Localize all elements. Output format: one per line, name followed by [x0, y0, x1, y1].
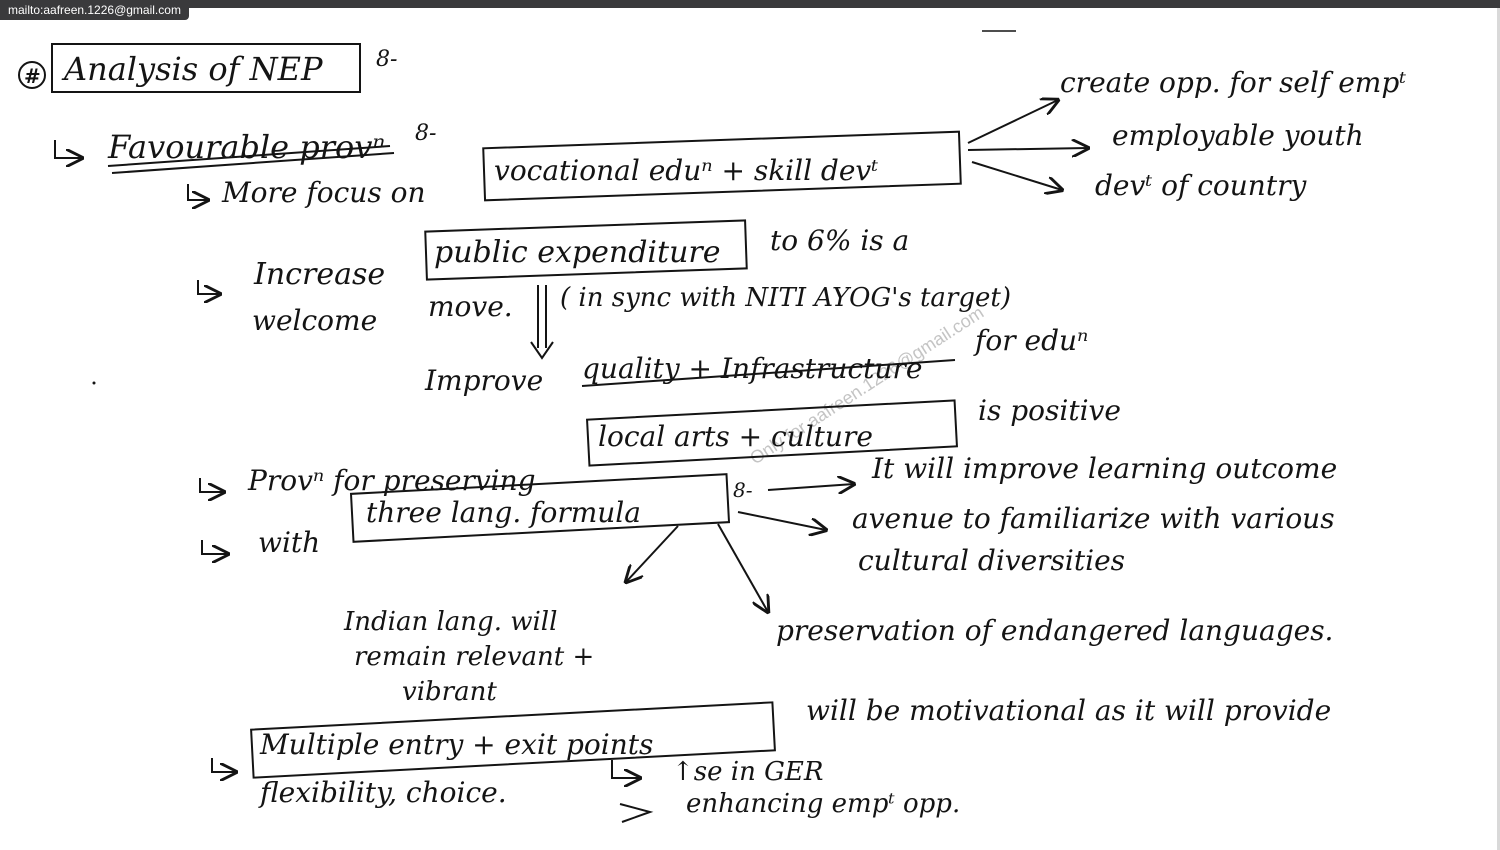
- arts-box: [585, 399, 959, 467]
- expenditure-prefix: Increase: [253, 257, 385, 292]
- language-arrow-1: [767, 484, 854, 490]
- heading-marker-circle: [18, 61, 46, 89]
- language-arrow-2: [737, 511, 826, 530]
- vocational-boxed-text: vocational eduⁿ + skill devᵗ: [494, 154, 878, 187]
- scrollbar-track[interactable]: [1497, 8, 1500, 850]
- arts-boxed-text: local arts + culture: [598, 420, 873, 453]
- vocational-prefix: More focus on: [221, 176, 425, 209]
- heading-text: Analysis of NEP: [61, 50, 323, 88]
- expenditure-line2-mid: move.: [428, 290, 513, 323]
- quality-underline: [581, 359, 956, 387]
- language-branch-4-line2: remain relevant +: [354, 642, 594, 672]
- multiple-rest: will be motivational as it will provide: [806, 694, 1331, 727]
- language-branch-4-line3: vibrant: [402, 677, 497, 707]
- language-box: [349, 473, 731, 543]
- multiple-sub-arrow-1: [611, 760, 640, 778]
- multiple-bullet-arrow: [211, 758, 236, 772]
- favourable-suffix: 8-: [415, 121, 436, 146]
- heading-box: [51, 43, 361, 93]
- vocational-arrow-3: [971, 161, 1062, 190]
- expenditure-box: [424, 219, 748, 281]
- heading-suffix: 8-: [376, 47, 397, 72]
- multiple-sub-2: enhancing empᵗ opp.: [686, 789, 960, 819]
- language-prefix: with: [258, 526, 320, 559]
- vocational-box: [482, 130, 962, 202]
- expenditure-result-underlined: quality + Infrastructure: [582, 352, 922, 385]
- multiple-boxed-text: Multiple entry + exit points: [259, 728, 653, 761]
- favourable-bullet-arrow: [54, 140, 82, 158]
- vocational-bullet-arrow: [187, 184, 208, 200]
- heading-marker: #: [24, 64, 41, 88]
- favourable-label: Favourable provⁿ: [107, 128, 385, 166]
- multiple-sub-arrow-2: [619, 803, 654, 823]
- vocational-outcome-1: create opp. for self empᵗ: [1060, 66, 1406, 99]
- language-arrow-3: [717, 523, 768, 612]
- language-boxed-text: three lang. formula: [366, 496, 641, 529]
- language-branch-2-line1: avenue to familiarize with various: [852, 502, 1335, 535]
- language-branch-1: It will improve learning outcome: [871, 452, 1337, 485]
- browser-top-bar: [0, 0, 1500, 8]
- language-branch-4-line1: Indian lang. will: [343, 607, 557, 637]
- vocational-outcome-2: employable youth: [1112, 119, 1364, 152]
- language-suffix: 8-: [733, 478, 753, 502]
- status-bar-link[interactable]: mailto:aafreen.1226@gmail.com: [0, 0, 189, 20]
- implies-arrow-head: [530, 341, 554, 360]
- stray-dot: [92, 381, 96, 385]
- language-branch-2-line2: cultural diversities: [858, 544, 1125, 577]
- expenditure-rest-line1: to 6% is a: [770, 224, 909, 257]
- favourable-underline-1: [107, 145, 391, 167]
- multiple-box: [250, 701, 776, 779]
- multiple-line2: flexibility, choice.: [258, 776, 507, 809]
- expenditure-result-suffix: for eduⁿ: [973, 324, 1088, 357]
- arts-bullet-arrow: [199, 478, 224, 492]
- expenditure-bullet-arrow: [197, 280, 220, 294]
- expenditure-line2-paren: ( in sync with NITI AYOG's target): [560, 283, 1011, 313]
- language-bullet-arrow: [201, 540, 228, 554]
- language-arrow-4: [626, 525, 679, 582]
- multiple-sub-1: ↑se in GER: [672, 757, 823, 787]
- vocational-arrow-1: [967, 100, 1058, 144]
- expenditure-boxed-text: public expenditure: [434, 235, 720, 270]
- vocational-outcome-3: devᵗ of country: [1095, 169, 1307, 202]
- expenditure-result-prefix: Improve: [424, 364, 543, 397]
- favourable-underline-2: [111, 152, 395, 174]
- language-branch-3: preservation of endangered languages.: [776, 614, 1333, 647]
- vocational-arrow-2: [967, 148, 1088, 150]
- arts-suffix: is positive: [978, 394, 1121, 427]
- expenditure-line2-start: welcome: [252, 304, 377, 337]
